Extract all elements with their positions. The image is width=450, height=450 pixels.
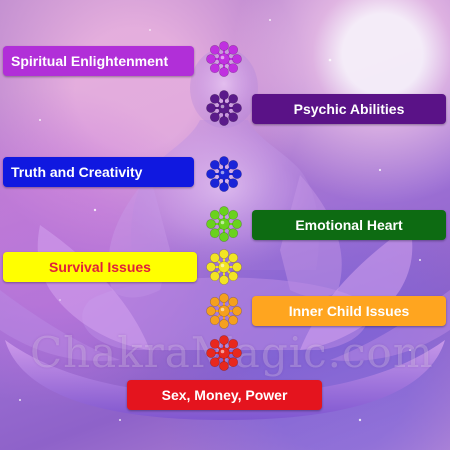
chakra-highlight bbox=[220, 307, 225, 312]
chakra-petal bbox=[232, 306, 242, 316]
sacral-chakra-icon bbox=[206, 293, 242, 329]
chakra-petal bbox=[206, 262, 216, 272]
chakra-center bbox=[218, 347, 230, 359]
chakra-petal bbox=[228, 357, 239, 368]
chakra-petal bbox=[206, 348, 216, 358]
chakra-highlight bbox=[220, 263, 225, 268]
throat-chakra-icon bbox=[206, 156, 242, 192]
third-eye-chakra-icon bbox=[206, 90, 242, 126]
chakra-center bbox=[218, 53, 230, 65]
chakra-petal bbox=[209, 252, 220, 263]
chakra-petal bbox=[228, 228, 239, 239]
heart-chakra-icon bbox=[206, 206, 242, 242]
chakra-center bbox=[218, 305, 230, 317]
chakra-petal bbox=[232, 103, 242, 113]
chakra-highlight bbox=[220, 104, 225, 109]
chakra-petal bbox=[219, 232, 229, 242]
label-sacral-chakra: Inner Child Issues bbox=[252, 296, 446, 326]
chakra-petal bbox=[219, 182, 229, 192]
chakra-petal bbox=[219, 249, 229, 259]
chakra-petal bbox=[206, 219, 216, 229]
chakra-petal bbox=[209, 338, 220, 349]
label-text: Truth and Creativity bbox=[11, 164, 143, 180]
label-third-eye-chakra: Psychic Abilities bbox=[252, 94, 446, 124]
chakra-petal bbox=[232, 169, 242, 179]
chakra-petal bbox=[219, 41, 229, 51]
chakra-center bbox=[218, 168, 230, 180]
label-text: Spiritual Enlightenment bbox=[11, 53, 169, 69]
chakra-petal bbox=[209, 209, 220, 220]
chakra-petal bbox=[209, 228, 220, 239]
chakra-petal bbox=[228, 63, 239, 74]
solar-plexus-chakra-icon bbox=[206, 249, 242, 285]
chakra-petal bbox=[209, 159, 220, 170]
chakra-petal bbox=[219, 90, 229, 100]
chakra-petal bbox=[228, 296, 239, 307]
label-text: Survival Issues bbox=[49, 259, 151, 275]
chakra-petal bbox=[219, 116, 229, 126]
chakra-petal bbox=[228, 209, 239, 220]
label-heart-chakra: Emotional Heart bbox=[252, 210, 446, 240]
chakra-petal bbox=[209, 63, 220, 74]
chakra-petal bbox=[219, 206, 229, 216]
chakra-highlight bbox=[220, 349, 225, 354]
chakra-petal bbox=[219, 293, 229, 303]
chakra-highlight bbox=[220, 220, 225, 225]
chakra-petal bbox=[209, 315, 220, 326]
label-root-chakra: Sex, Money, Power bbox=[127, 380, 322, 410]
chakra-petal bbox=[209, 178, 220, 189]
chakra-petal bbox=[228, 93, 239, 104]
chakra-petal bbox=[209, 271, 220, 282]
chakra-petal bbox=[228, 178, 239, 189]
chakra-petal bbox=[232, 348, 242, 358]
chakra-petal bbox=[209, 93, 220, 104]
label-crown-chakra: Spiritual Enlightenment bbox=[3, 46, 194, 76]
chakra-petal bbox=[219, 319, 229, 329]
chakra-petal bbox=[228, 271, 239, 282]
chakra-petal bbox=[228, 315, 239, 326]
chakra-petal bbox=[232, 54, 242, 64]
chakra-center bbox=[218, 261, 230, 273]
chakra-petal bbox=[219, 275, 229, 285]
label-solar-plexus-chakra: Survival Issues bbox=[3, 252, 197, 282]
chakra-petal bbox=[206, 54, 216, 64]
chakra-petal bbox=[228, 112, 239, 123]
crown-chakra-icon bbox=[206, 41, 242, 77]
chakra-petal bbox=[228, 44, 239, 55]
chakra-petal bbox=[232, 219, 242, 229]
chakra-center bbox=[218, 102, 230, 114]
chakra-petal bbox=[209, 112, 220, 123]
chakra-petal bbox=[228, 159, 239, 170]
label-text: Sex, Money, Power bbox=[161, 387, 288, 403]
root-chakra-icon bbox=[206, 335, 242, 371]
chakra-petal bbox=[206, 103, 216, 113]
label-text: Inner Child Issues bbox=[288, 303, 410, 319]
chakra-petal bbox=[228, 338, 239, 349]
chakra-petal bbox=[206, 306, 216, 316]
chakra-petal bbox=[219, 67, 229, 77]
chakra-petal bbox=[209, 296, 220, 307]
chakra-petal bbox=[228, 252, 239, 263]
chakra-petal bbox=[209, 357, 220, 368]
chakra-petal bbox=[219, 156, 229, 166]
chakra-petal bbox=[209, 44, 220, 55]
chakra-petal bbox=[219, 361, 229, 371]
chakra-highlight bbox=[220, 55, 225, 60]
chakra-petal bbox=[206, 169, 216, 179]
label-text: Emotional Heart bbox=[295, 217, 403, 233]
label-text: Psychic Abilities bbox=[293, 101, 405, 117]
chakra-center bbox=[218, 218, 230, 230]
chakra-petal bbox=[219, 335, 229, 345]
chakra-petal bbox=[232, 262, 242, 272]
chakra-highlight bbox=[220, 170, 225, 175]
label-throat-chakra: Truth and Creativity bbox=[3, 157, 194, 187]
